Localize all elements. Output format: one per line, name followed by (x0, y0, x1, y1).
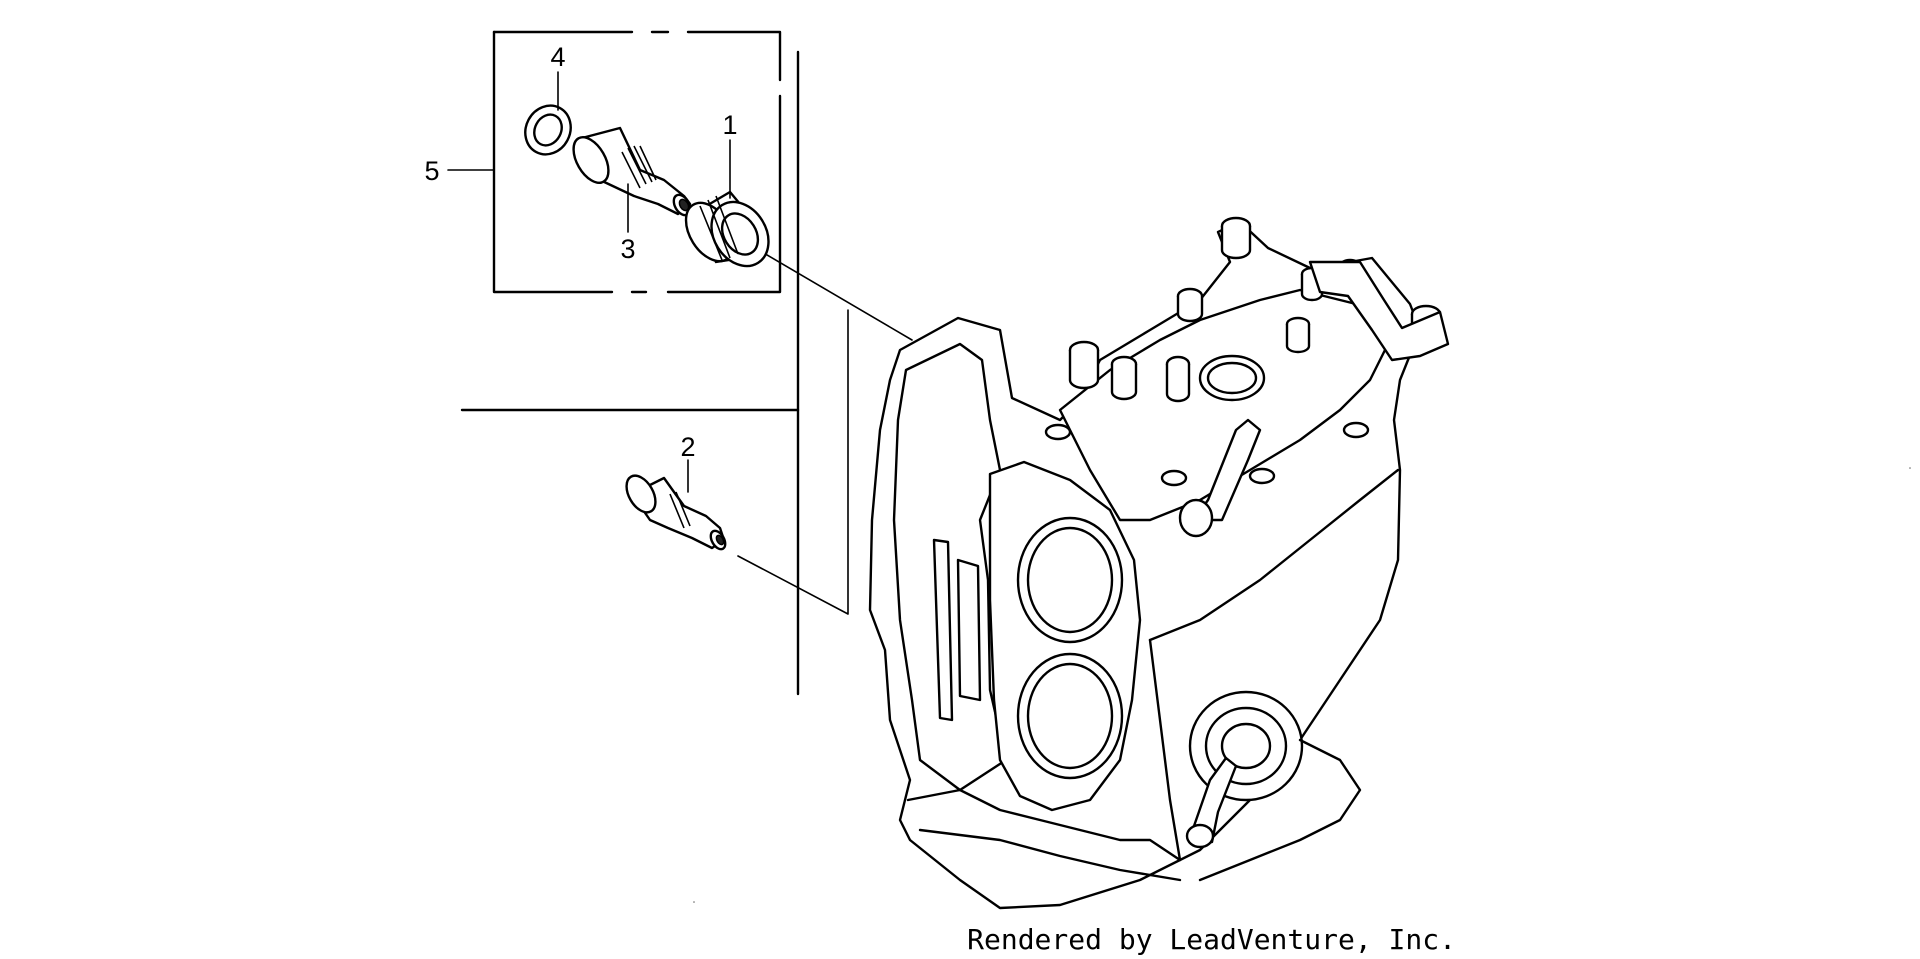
render-credit: Rendered by LeadVenture, Inc. (967, 923, 1456, 956)
bearing-part-1 (684, 190, 770, 268)
leader-lines (737, 251, 913, 615)
callout-label-1: 1 (722, 110, 737, 140)
callout-label-4: 4 (550, 42, 565, 72)
callout-2: 2 (680, 432, 696, 493)
callout-label-5: 5 (424, 156, 439, 186)
callout-1: 1 (722, 110, 738, 199)
callout-label-2: 2 (680, 432, 695, 462)
speck (1909, 467, 1911, 469)
callout-3: 3 (620, 183, 636, 264)
speck (693, 901, 695, 903)
callout-4: 4 (550, 42, 566, 111)
shaft-part-2 (625, 474, 727, 551)
crankcase-illustration (868, 216, 1450, 910)
callout-label-3: 3 (620, 234, 635, 264)
callout-5: 5 (424, 156, 495, 186)
washer-part-4 (524, 104, 572, 156)
shaft-part-3 (572, 126, 692, 217)
assembly-group-box (492, 30, 782, 294)
